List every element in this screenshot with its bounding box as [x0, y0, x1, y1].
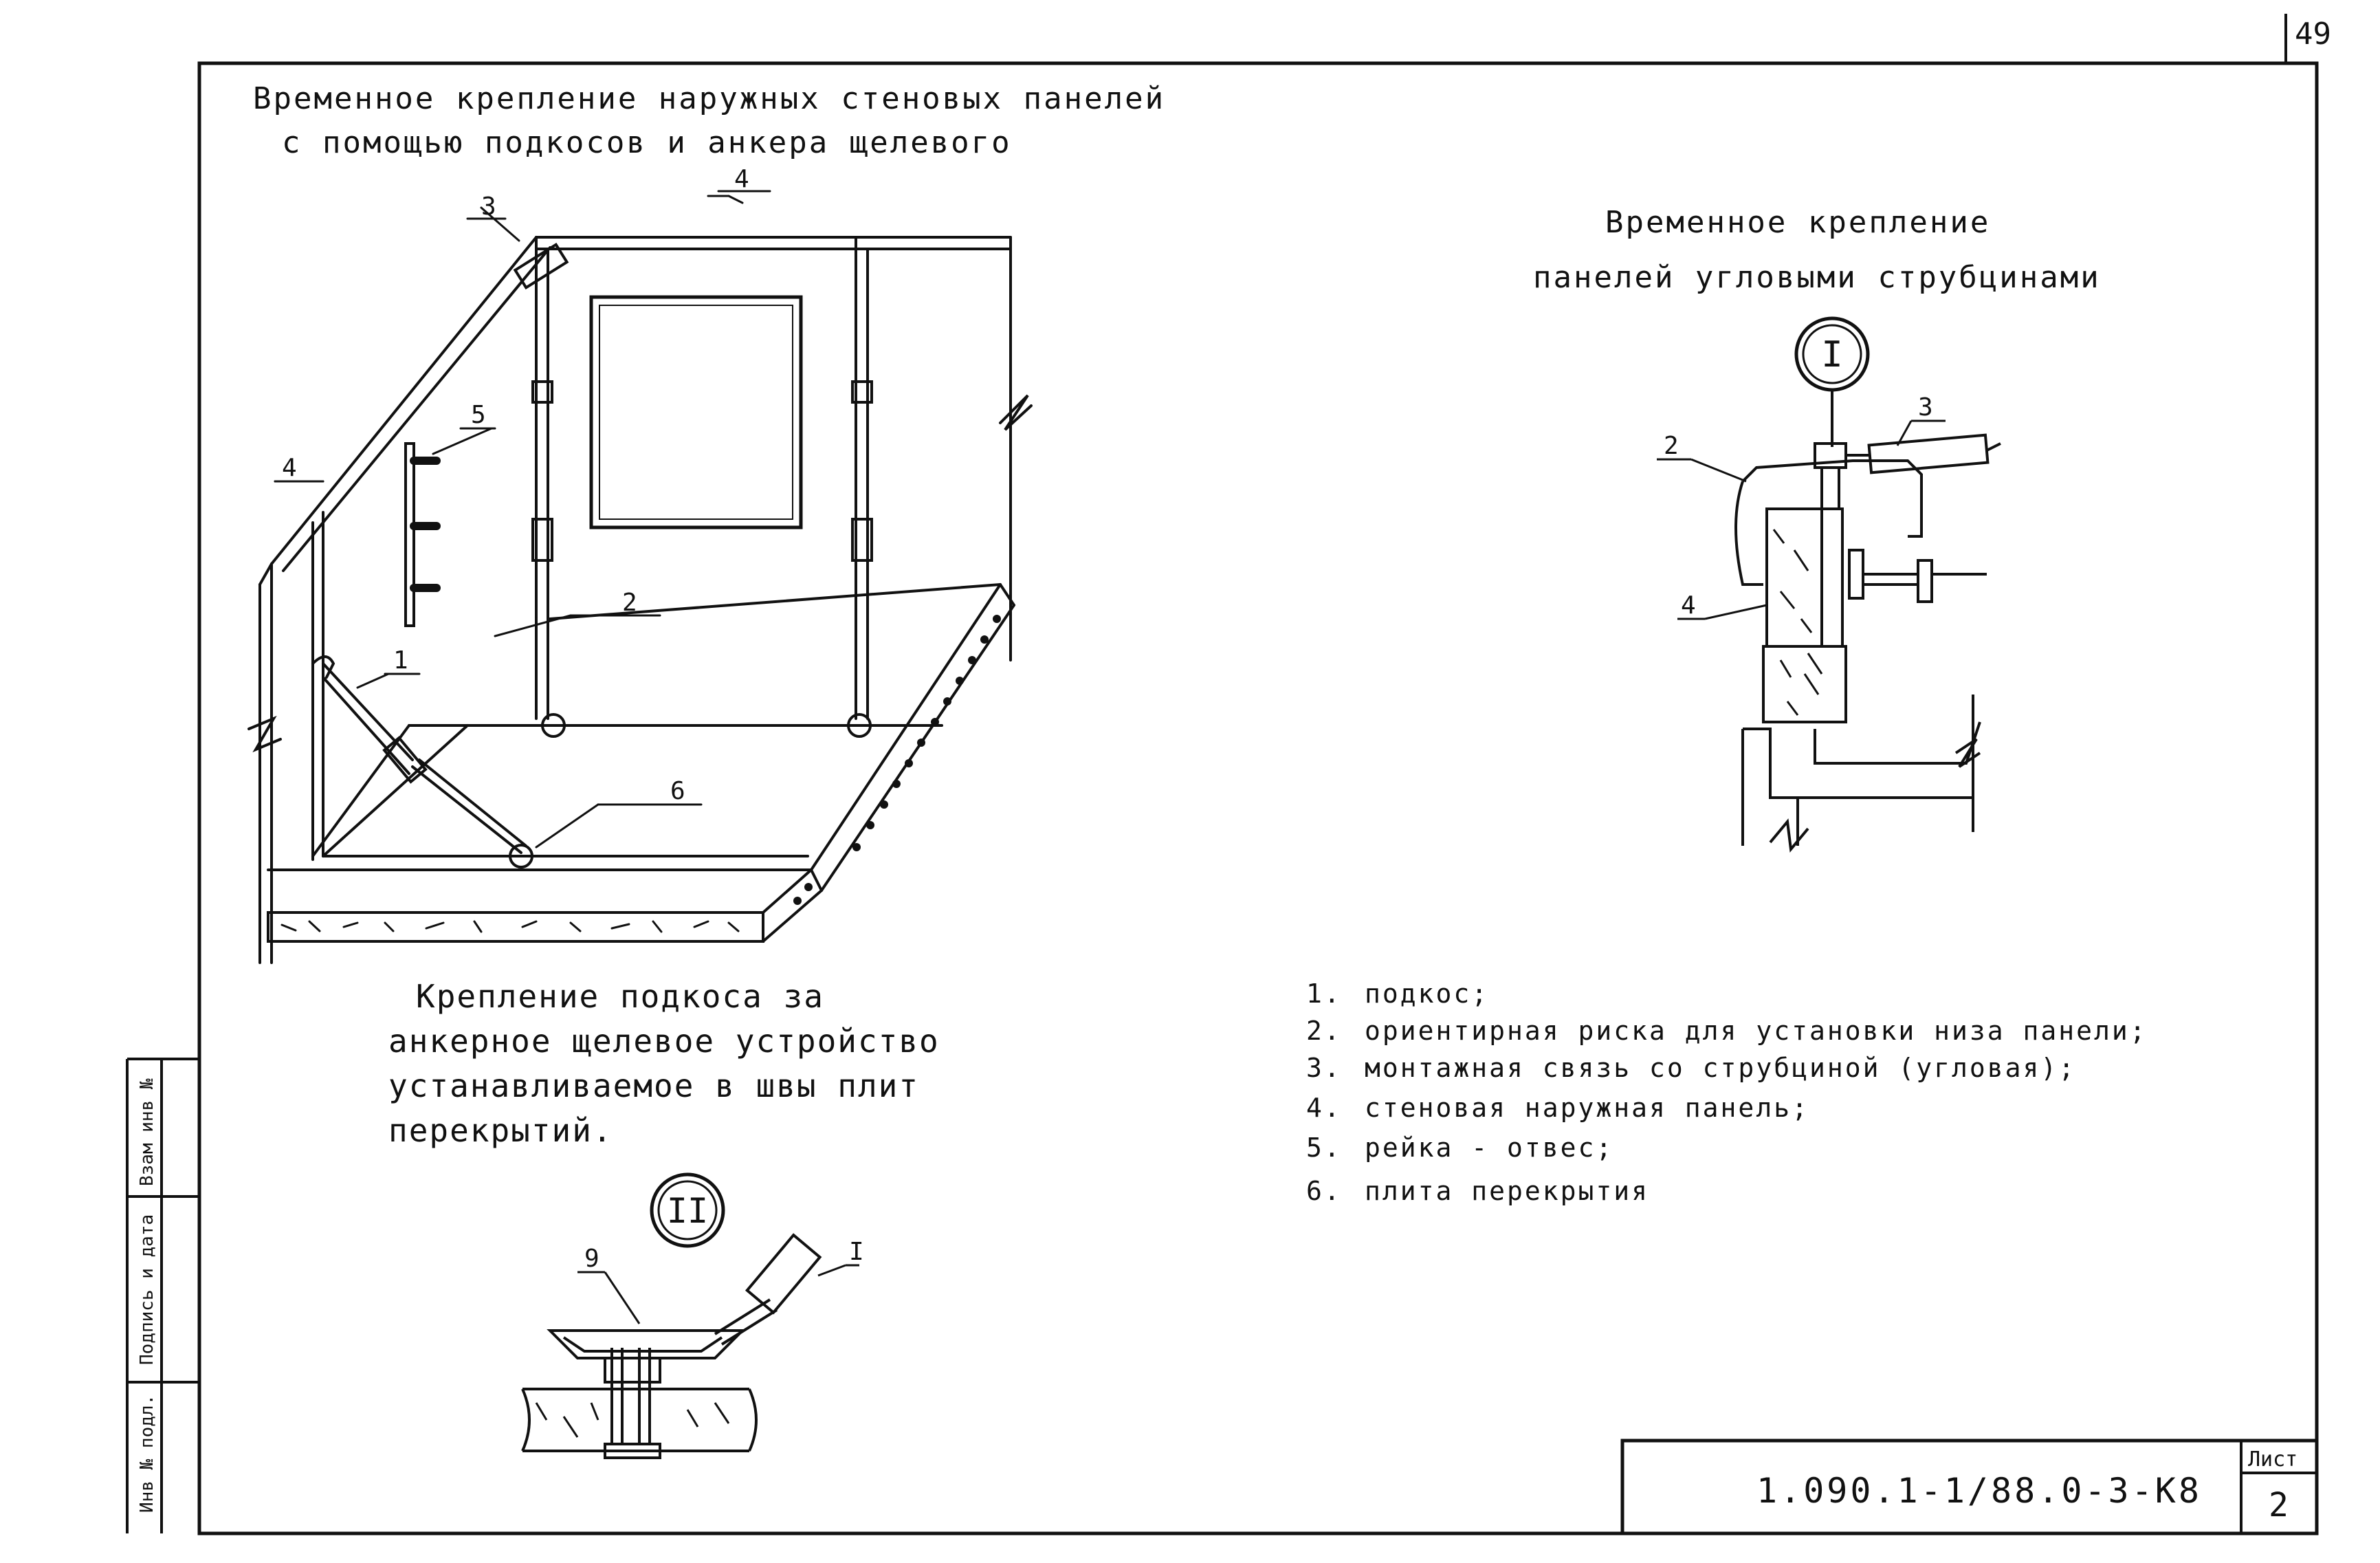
detail-1-clamp-drawing	[1657, 316, 2001, 853]
title-left-line2: с помощью подкосов и анкера щелевого	[282, 125, 1012, 160]
legend-num-5: 5.	[1306, 1133, 1342, 1163]
caption-left-line2: анкерное щелевое устройство	[388, 1023, 940, 1060]
legend-num-2: 2.	[1306, 1016, 1342, 1046]
legend-num-3: 3.	[1306, 1053, 1342, 1083]
caption-left-line4: перекрытий.	[388, 1112, 613, 1149]
detail-2-anchor-drawing	[521, 1172, 859, 1459]
detail1-callout-2: 2	[1664, 432, 1679, 460]
callout-1: 1	[393, 646, 408, 675]
document-code: 1.090.1-1/88.0-3-К8	[1756, 1471, 2202, 1511]
callout-4-side: 4	[282, 454, 297, 482]
legend-num-4: 4.	[1306, 1093, 1342, 1123]
caption-left-line1: Крепление подкоса за	[416, 978, 824, 1015]
detail2-callout-9: 9	[584, 1245, 599, 1273]
side-stamp-replace: Взам инв №	[137, 1078, 157, 1186]
callout-4-top: 4	[734, 165, 749, 193]
sheet-value: 2	[2269, 1486, 2289, 1524]
detail2-callout-I: I	[849, 1238, 864, 1266]
callout-2: 2	[622, 589, 637, 617]
sheet-frame	[126, 14, 2319, 1535]
title-right-line2: панелей угловыми струбцинами	[1533, 260, 2101, 295]
legend-text-1: подкос;	[1365, 979, 1489, 1009]
legend-text-2: ориентирная риска для установки низа пан…	[1365, 1016, 2148, 1046]
sheet-label: Лист	[2248, 1447, 2298, 1472]
legend-num-6: 6.	[1306, 1176, 1342, 1206]
callout-5: 5	[471, 401, 486, 429]
legend: 1. подкос; 2. ориентирная риска для уста…	[1306, 979, 2148, 1206]
callout-6: 6	[670, 777, 685, 805]
title-left-line1: Временное крепление наружных стеновых па…	[253, 81, 1165, 116]
legend-num-1: 1.	[1306, 979, 1342, 1009]
title-right-line1: Временное крепление	[1605, 205, 1990, 240]
legend-text-3: монтажная связь со струбциной (угловая);	[1365, 1053, 2076, 1083]
caption-left-line3: устанавливаемое в швы плит	[388, 1067, 919, 1104]
side-stamp-inv: Инв № подл.	[137, 1395, 157, 1513]
detail-2-marker: II	[667, 1191, 708, 1231]
side-stamp-signature: Подпись и дата	[137, 1214, 157, 1365]
legend-text-5: рейка - отвес;	[1365, 1133, 1613, 1163]
detail1-callout-4: 4	[1681, 591, 1696, 620]
callout-3: 3	[481, 193, 496, 221]
sheet-number: 49	[2295, 17, 2331, 52]
detail-1-marker: I	[1821, 334, 1842, 375]
detail1-callout-3: 3	[1918, 393, 1933, 422]
legend-text-4: стеновая наружная панель;	[1365, 1093, 1809, 1123]
main-isometric-drawing	[247, 190, 1033, 964]
legend-text-6: плита перекрытия	[1365, 1176, 1649, 1206]
